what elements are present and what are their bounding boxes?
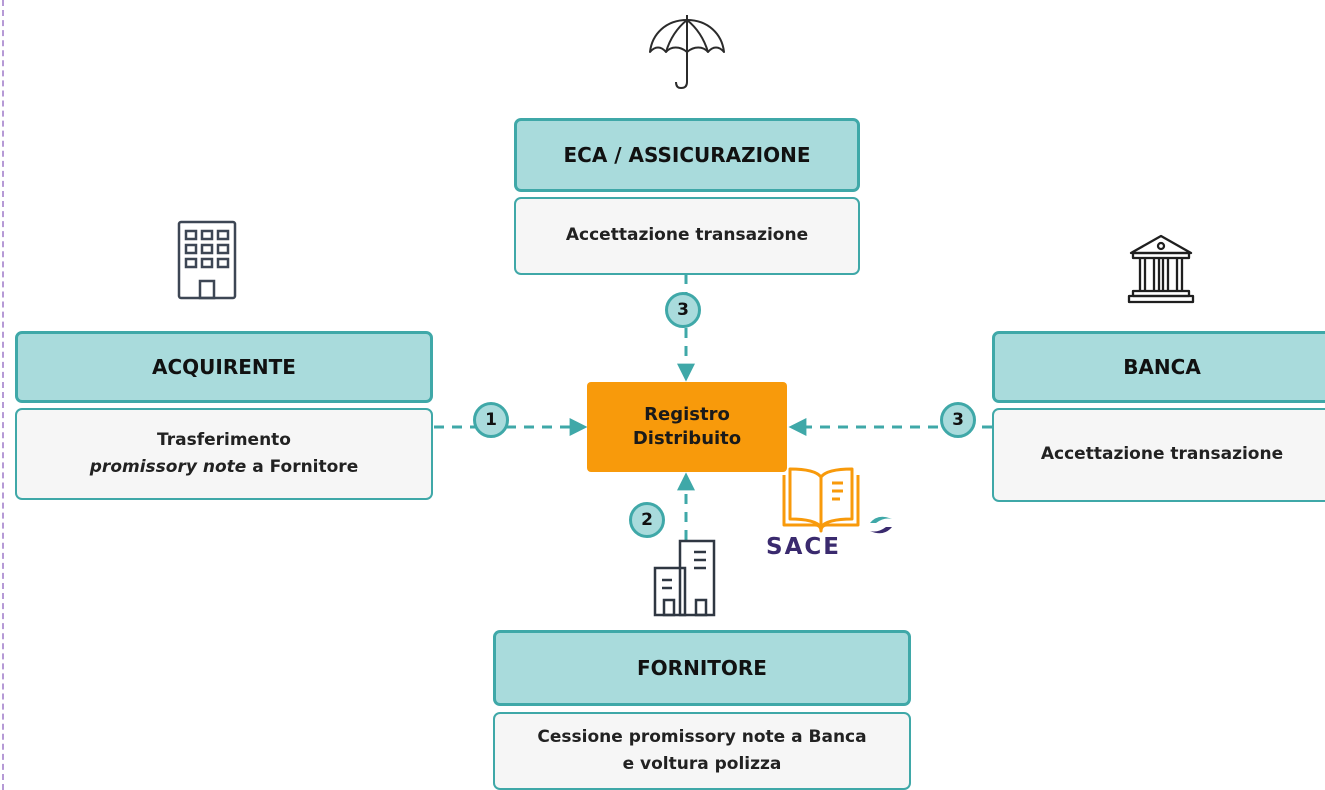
eca-description: Accettazione transazione [514, 197, 860, 275]
registro-distribuito-box: Registro Distribuito [587, 382, 787, 472]
acquirente-description-italic: promissory note [89, 457, 247, 477]
acquirente-description-rest: a Fornitore [246, 457, 359, 477]
banca-title: BANCA [1123, 355, 1201, 379]
fornitore-description-line1: Cessione promissory note a Banca [537, 726, 867, 747]
step-badge-eca: 3 [665, 292, 701, 328]
step-badge-banca: 3 [940, 402, 976, 438]
acquirente-description: Trasferimento promissory note a Fornitor… [15, 408, 433, 500]
step-badge-fornitore: 2 [629, 502, 665, 538]
acquirente-header: ACQUIRENTE [15, 331, 433, 403]
bank-icon [1127, 234, 1195, 304]
office-building-icon [177, 220, 237, 300]
acquirente-description-line1: Trasferimento [157, 429, 291, 450]
fornitore-description: Cessione promissory note a Banca e voltu… [493, 712, 911, 790]
center-line1: Registro [644, 403, 730, 425]
eca-description-text: Accettazione transazione [565, 225, 809, 246]
center-line2: Distribuito [632, 428, 742, 449]
sace-logo-text: SACE [766, 534, 841, 560]
acquirente-description-line2: promissory note a Fornitore [90, 454, 358, 481]
eca-header: ECA / ASSICURAZIONE [514, 118, 860, 192]
buildings-icon [653, 539, 716, 617]
fornitore-header: FORNITORE [493, 630, 911, 706]
eca-title: ECA / ASSICURAZIONE [563, 143, 811, 167]
step-badge-acquirente: 1 [473, 402, 509, 438]
banca-description: Accettazione transazione [992, 408, 1325, 502]
ledger-book-icon [782, 467, 860, 533]
acquirente-title: ACQUIRENTE [152, 355, 296, 379]
banca-description-text: Accettazione transazione [1040, 444, 1284, 465]
fornitore-title: FORNITORE [637, 656, 767, 680]
left-dashed-border [2, 0, 4, 790]
sace-logo-mark-icon [870, 516, 892, 534]
fornitore-description-line2: e voltura polizza [622, 754, 782, 774]
umbrella-icon [649, 15, 725, 89]
banca-header: BANCA [992, 331, 1325, 403]
